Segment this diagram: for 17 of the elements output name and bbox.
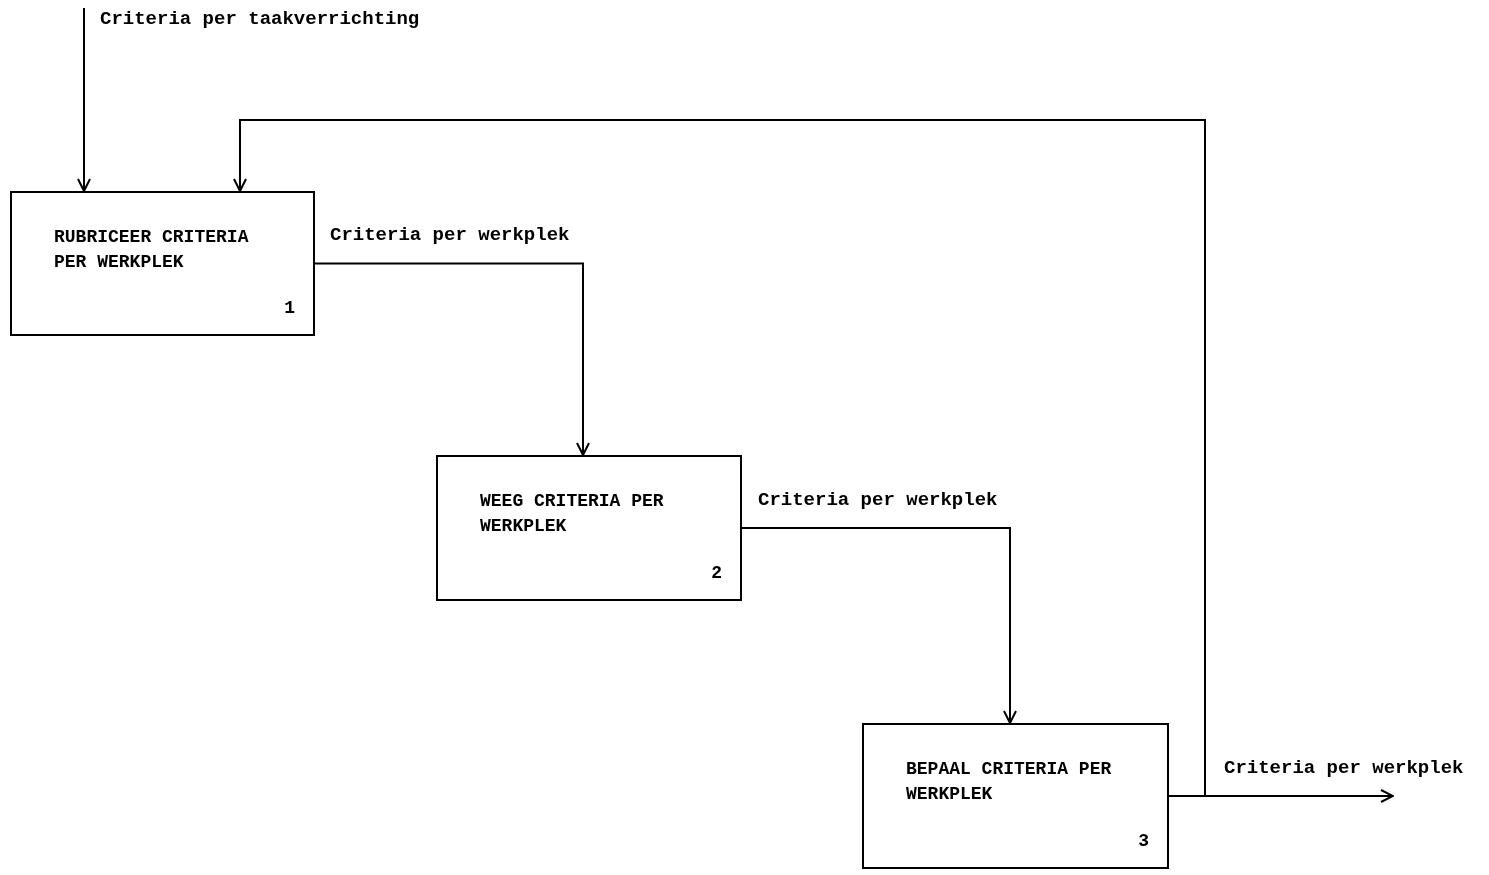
arrow [741, 527, 1017, 724]
process-box [862, 723, 1169, 869]
process-title: BEPAAL CRITERIA PER WERKPLEK [906, 758, 1113, 806]
process-number: 1 [284, 298, 295, 318]
process-box [436, 455, 742, 601]
process-title: WEEG CRITERIA PER WERKPLEK [480, 490, 665, 538]
process-number: 2 [711, 563, 722, 583]
arrow [233, 119, 1206, 797]
edge-label: Criteria per werkplek [330, 224, 570, 246]
arrow [77, 7, 91, 192]
process-title: RUBRICEER CRITERIA PER WERKPLEK [54, 226, 250, 274]
arrow [314, 262, 590, 456]
edge-label: Criteria per werkplek [1224, 757, 1464, 779]
process-number: 3 [1138, 831, 1149, 851]
process-box [10, 191, 315, 336]
edge-label: Criteria per taakverrichting [100, 8, 420, 30]
edge-label: Criteria per werkplek [758, 489, 998, 511]
